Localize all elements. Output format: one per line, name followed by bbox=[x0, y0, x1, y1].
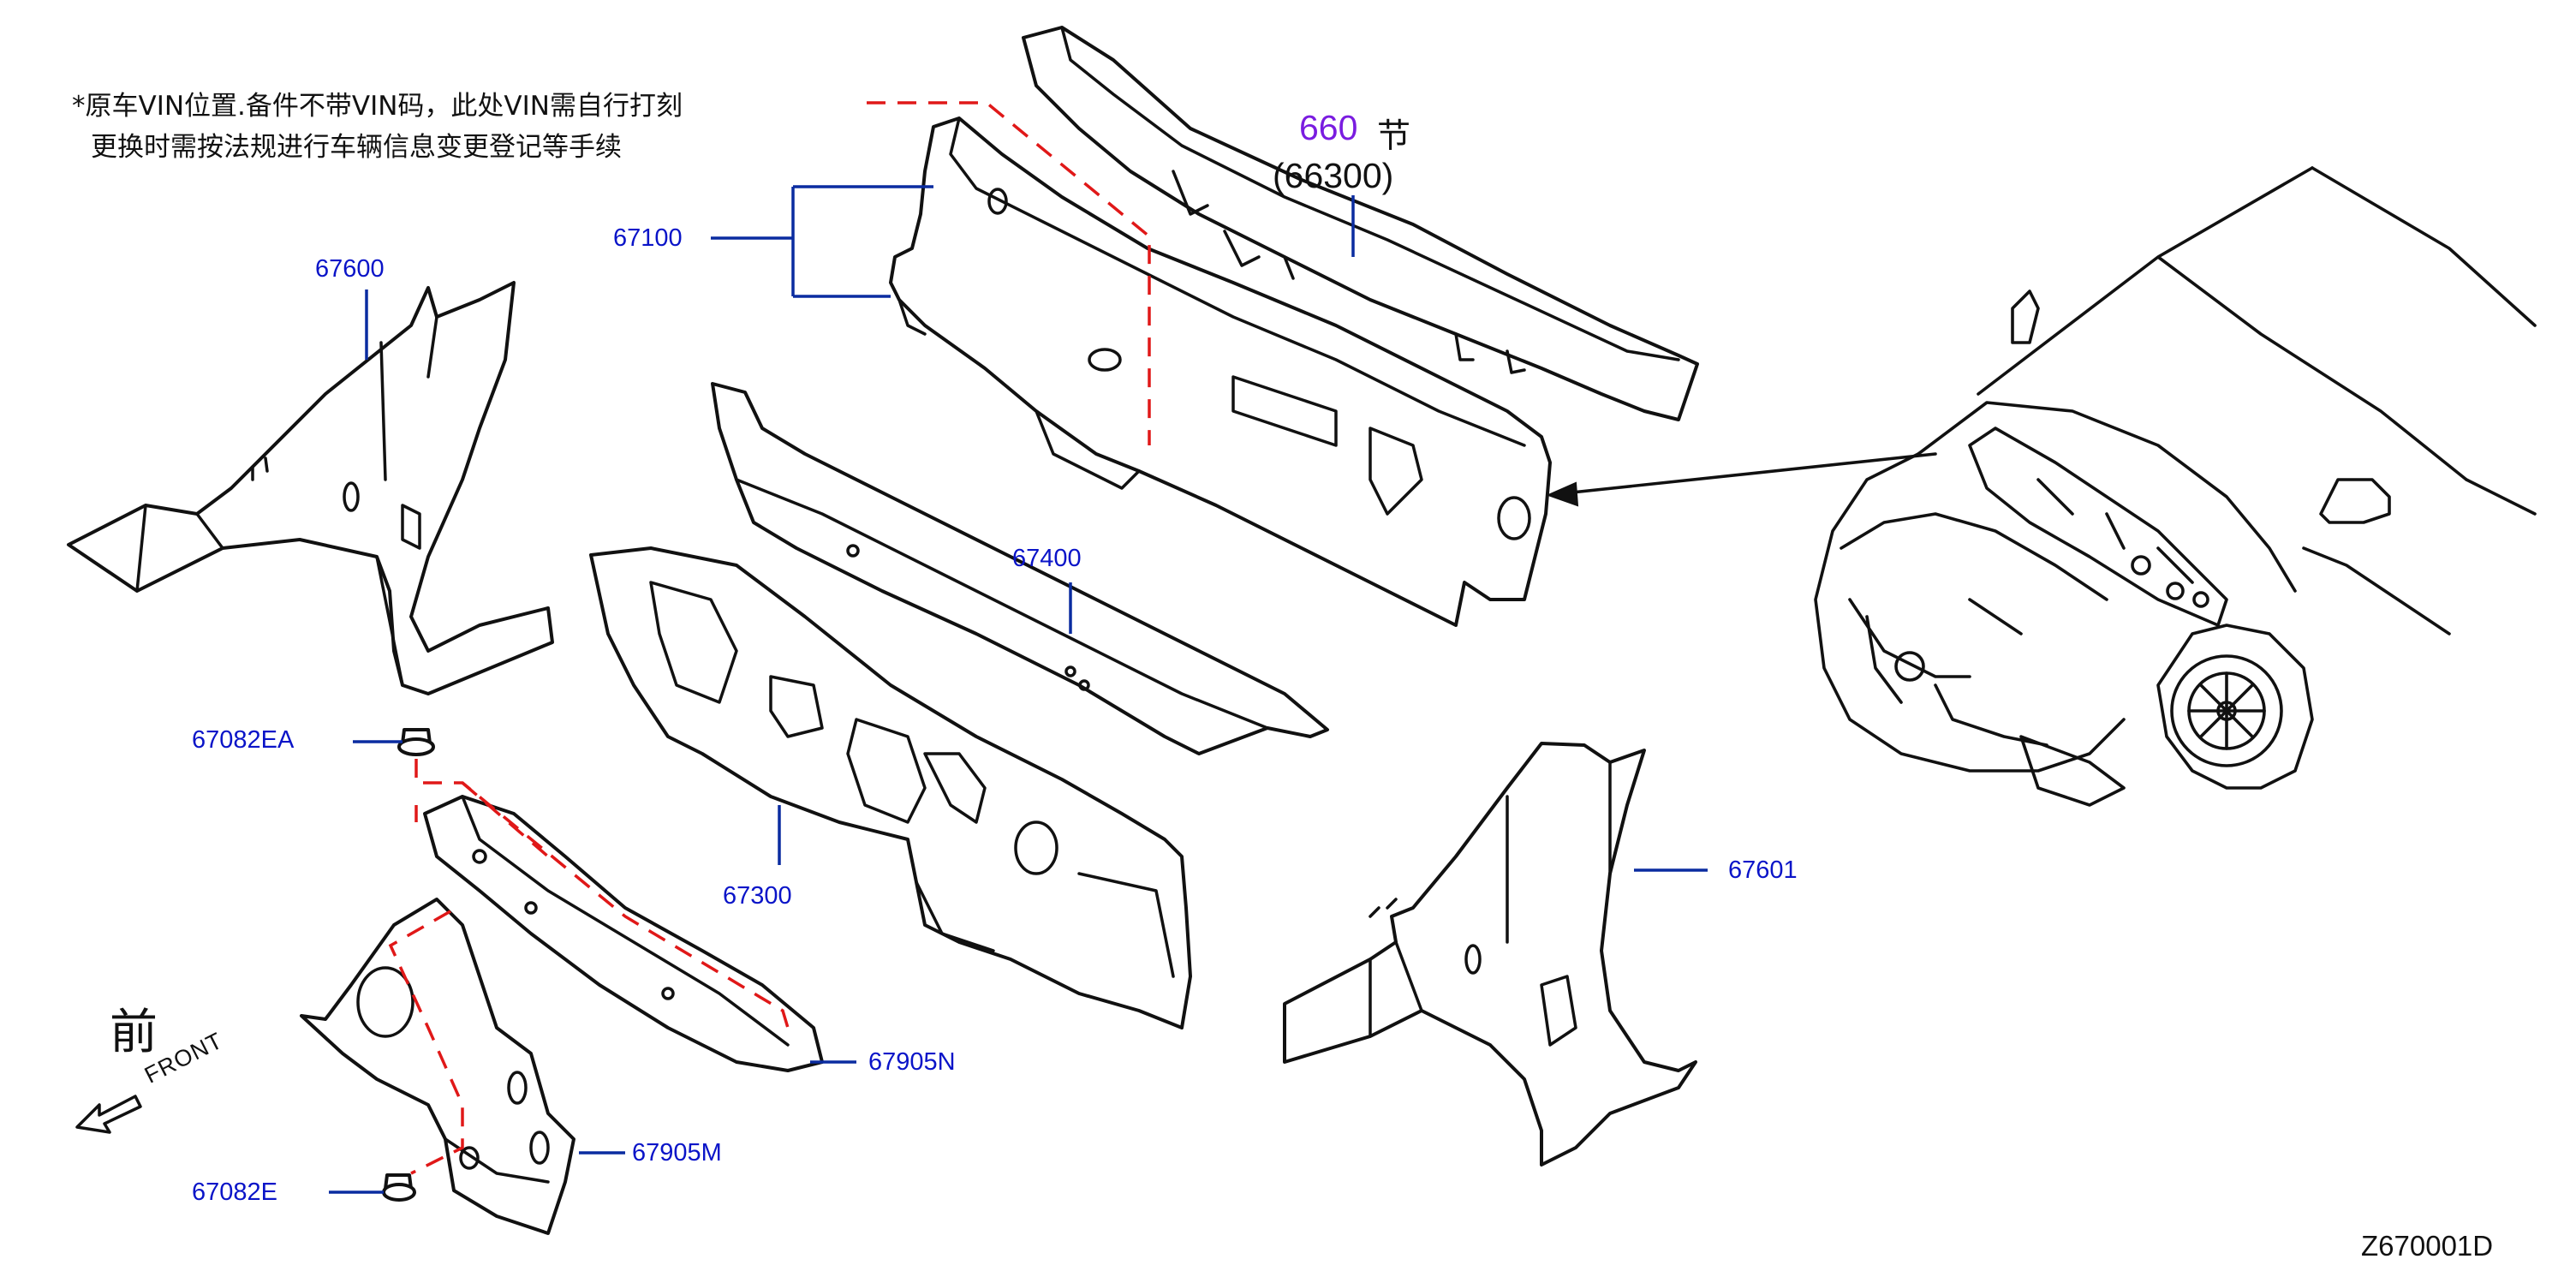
dash-crossmember[interactable] bbox=[711, 382, 1329, 755]
reference-arrow bbox=[1546, 452, 1937, 507]
section-part-reference: (66300) bbox=[1273, 156, 1394, 195]
vin-note-line-1: *原车VIN位置.备件不带VIN码，此处VIN需自行打刻 bbox=[72, 91, 683, 122]
callout-67082e[interactable]: 67082E bbox=[192, 1179, 277, 1206]
callout-67905m[interactable]: 67905M bbox=[632, 1139, 722, 1167]
callout-67082ea[interactable]: 67082EA bbox=[192, 726, 295, 754]
hood-ledge-lh[interactable] bbox=[67, 281, 554, 695]
dash-lower-panel[interactable] bbox=[589, 546, 1192, 1029]
callout-67400[interactable]: 67400 bbox=[1012, 545, 1082, 572]
clip-67082e[interactable] bbox=[382, 1173, 416, 1202]
section-number-link[interactable]: 660 bbox=[1299, 108, 1358, 147]
vin-note-line-2: 更换时需按法规进行车辆信息变更登记等手续 bbox=[91, 132, 622, 163]
clip-67082ea[interactable] bbox=[397, 728, 435, 756]
callout-67600[interactable]: 67600 bbox=[315, 255, 385, 283]
section-suffix: 节 bbox=[1377, 117, 1411, 156]
side-bracket[interactable] bbox=[300, 898, 575, 1235]
callout-67905n[interactable]: 67905N bbox=[868, 1048, 956, 1076]
callout-67300[interactable]: 67300 bbox=[723, 882, 792, 910]
hood-ledge-rh[interactable] bbox=[1283, 742, 1697, 1167]
callout-67100[interactable]: 67100 bbox=[613, 224, 683, 252]
cowl-top-panel[interactable] bbox=[1022, 26, 1699, 421]
front-arrow-icon bbox=[75, 1095, 142, 1134]
vehicle-overview-illustration bbox=[1814, 166, 2537, 807]
dash-upper-panel[interactable] bbox=[889, 116, 1552, 627]
callout-leaders bbox=[329, 185, 1708, 1194]
installation-guide-lines bbox=[388, 101, 1151, 1175]
front-label-cn: 前 bbox=[110, 1005, 158, 1060]
diagram-code: Z670001D bbox=[2361, 1230, 2494, 1262]
callout-67601[interactable]: 67601 bbox=[1728, 856, 1798, 884]
